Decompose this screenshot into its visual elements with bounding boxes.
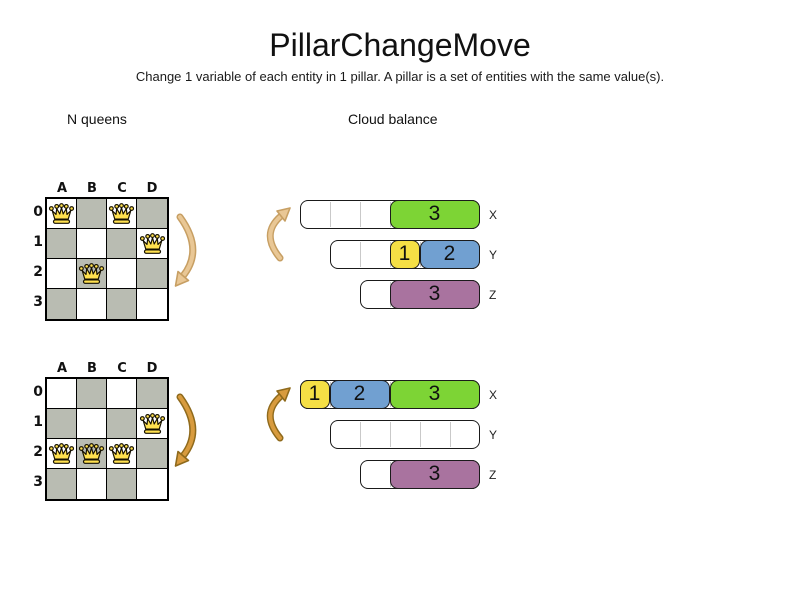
column-letter: C bbox=[117, 361, 127, 376]
row-number: 0 bbox=[33, 204, 43, 220]
board-cell bbox=[137, 469, 167, 499]
process-block: 2 bbox=[329, 379, 390, 409]
board-cell bbox=[107, 439, 137, 469]
board-cell bbox=[47, 229, 77, 259]
board-cell bbox=[137, 259, 167, 289]
queen-icon bbox=[48, 202, 75, 224]
board-cell bbox=[77, 469, 107, 499]
board-cell bbox=[77, 439, 107, 469]
cell-divider-line bbox=[449, 422, 451, 447]
chessboard-grid bbox=[45, 197, 169, 321]
process-block: 3 bbox=[389, 279, 480, 309]
process-block: 3 bbox=[389, 379, 480, 409]
board-cell bbox=[107, 289, 137, 319]
process-block: 1 bbox=[389, 239, 420, 269]
row-number: 2 bbox=[33, 444, 43, 460]
board-cell bbox=[47, 259, 77, 289]
computer-label: Y bbox=[489, 428, 498, 442]
curved-arrow-up-icon bbox=[266, 387, 291, 442]
process-block: 1 bbox=[299, 379, 330, 409]
chessboard-grid bbox=[45, 377, 169, 501]
computer-label: X bbox=[489, 208, 498, 222]
column-letter: B bbox=[87, 361, 97, 376]
subtitle: Change 1 variable of each entity in 1 pi… bbox=[135, 69, 665, 84]
row-number: 1 bbox=[33, 234, 43, 250]
row-number: 2 bbox=[33, 264, 43, 280]
board-cell bbox=[47, 439, 77, 469]
board-cell bbox=[77, 409, 107, 439]
resource-bar: 3 bbox=[360, 279, 480, 309]
board-cell bbox=[77, 229, 107, 259]
column-letter: D bbox=[146, 361, 158, 376]
board-cell bbox=[77, 289, 107, 319]
board-row-labels: 0 1 2 3 bbox=[30, 197, 45, 321]
row-number: 3 bbox=[33, 474, 43, 490]
page-title: PillarChangeMove bbox=[269, 27, 531, 63]
board-cell bbox=[47, 289, 77, 319]
cell-divider-line bbox=[359, 242, 361, 267]
queen-icon bbox=[48, 442, 75, 464]
nqueens-board-after: A B C D 0 1 2 3 bbox=[30, 361, 169, 501]
board-cell bbox=[47, 199, 77, 229]
column-letter: A bbox=[56, 181, 68, 196]
column-letter: C bbox=[117, 181, 127, 196]
row-number: 3 bbox=[33, 294, 43, 310]
board-cell bbox=[77, 259, 107, 289]
resource-bar: 3 bbox=[360, 459, 480, 489]
computer-label: X bbox=[489, 388, 498, 402]
process-block: 3 bbox=[389, 199, 480, 229]
process-block: 2 bbox=[419, 239, 480, 269]
cell-divider-line bbox=[359, 422, 361, 447]
board-cell bbox=[107, 229, 137, 259]
board-cell bbox=[47, 379, 77, 409]
board-row-labels: 0 1 2 3 bbox=[30, 377, 45, 501]
board-column-letters: A B C D bbox=[47, 181, 169, 197]
board-cell bbox=[137, 289, 167, 319]
board-cell bbox=[137, 409, 167, 439]
board-cell bbox=[47, 469, 77, 499]
board-cell bbox=[137, 439, 167, 469]
process-block: 3 bbox=[389, 459, 480, 489]
cell-divider-line bbox=[389, 422, 391, 447]
cloud-section-label: Cloud balance bbox=[348, 111, 438, 127]
cell-divider-line bbox=[359, 202, 361, 227]
board-cell bbox=[137, 229, 167, 259]
board-cell bbox=[47, 409, 77, 439]
resource-bar bbox=[330, 420, 480, 449]
computer-label: Y bbox=[489, 248, 498, 262]
row-number: 0 bbox=[33, 384, 43, 400]
board-cell bbox=[137, 199, 167, 229]
nqueens-board-before: A B C D 0 1 2 3 bbox=[30, 181, 169, 321]
board-cell bbox=[107, 199, 137, 229]
board-cell bbox=[107, 259, 137, 289]
curved-arrow-down-icon bbox=[174, 213, 197, 287]
board-cell bbox=[77, 379, 107, 409]
queen-icon bbox=[78, 262, 105, 284]
nqueens-section-label: N queens bbox=[67, 111, 127, 127]
curved-arrow-up-icon bbox=[266, 207, 291, 262]
queen-icon bbox=[78, 442, 105, 464]
queen-icon bbox=[139, 232, 165, 254]
computer-label: Z bbox=[489, 468, 497, 482]
board-cell bbox=[107, 409, 137, 439]
queen-icon bbox=[139, 412, 165, 434]
resource-bar: 3 bbox=[300, 199, 480, 229]
cell-divider-line bbox=[419, 422, 421, 447]
queen-icon bbox=[108, 202, 135, 224]
board-cell bbox=[77, 199, 107, 229]
cell-divider-line bbox=[329, 202, 331, 227]
column-letter: B bbox=[87, 181, 97, 196]
curved-arrow-down-icon bbox=[174, 393, 197, 467]
column-letter: A bbox=[56, 361, 68, 376]
board-cell bbox=[107, 469, 137, 499]
computer-label: Z bbox=[489, 288, 497, 302]
row-number: 1 bbox=[33, 414, 43, 430]
board-cell bbox=[107, 379, 137, 409]
column-letter: D bbox=[146, 181, 158, 196]
queen-icon bbox=[108, 442, 135, 464]
board-column-letters: A B C D bbox=[47, 361, 169, 377]
board-cell bbox=[137, 379, 167, 409]
